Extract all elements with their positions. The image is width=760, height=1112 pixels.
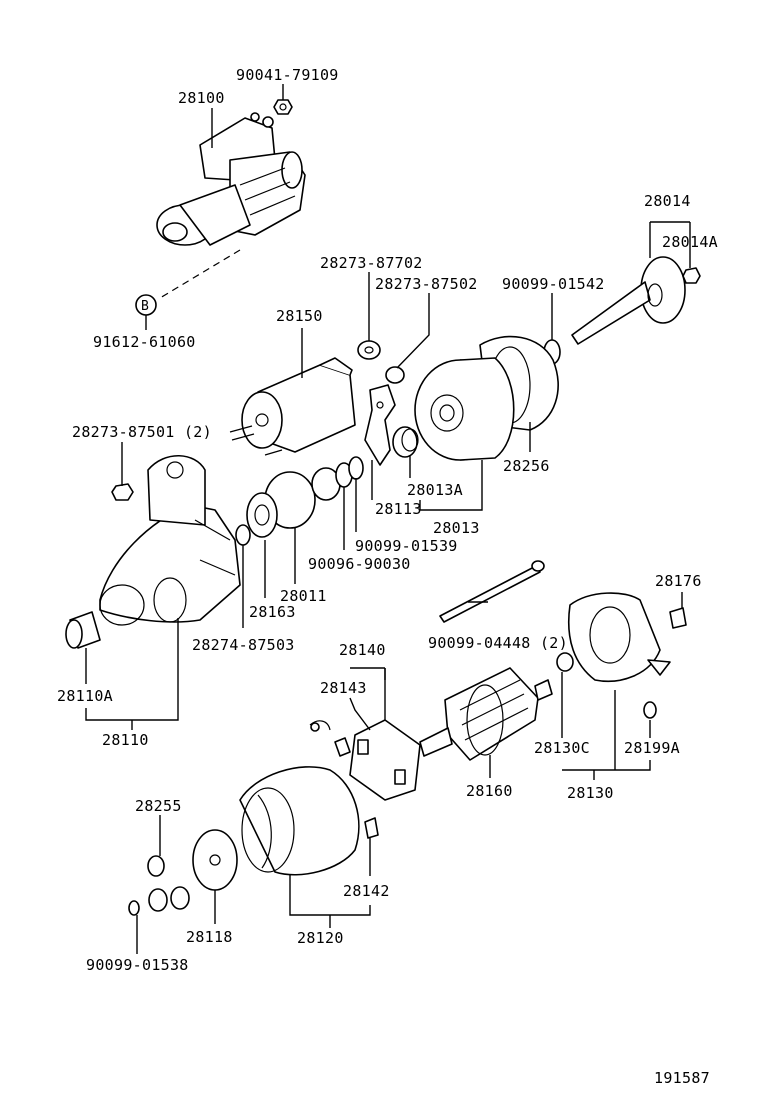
label-28100: 28100 [178, 89, 225, 107]
yoke-28120 [239, 766, 360, 876]
label-28142: 28142 [343, 882, 390, 900]
washers-90096-90030 [311, 462, 353, 501]
bearing-28013A [392, 426, 419, 458]
label-28110A: 28110A [57, 687, 113, 705]
label-28013A: 28013A [407, 481, 463, 499]
label-28273-87501: 28273-87501 (2) [72, 423, 212, 441]
end-frame-28130 [567, 592, 671, 682]
label-28110: 28110 [102, 731, 149, 749]
label-28274-87503: 28274-87503 [192, 636, 295, 654]
nut-28273-87702 [357, 340, 381, 360]
label-28140: 28140 [339, 641, 386, 659]
starter-assembly-28100 [156, 112, 306, 246]
brush-holder-28140 [349, 719, 421, 801]
clutch-28013 [414, 357, 515, 461]
part-labels: 90041-79109 28100 28014 28014A 28273-877… [57, 66, 718, 1087]
label-28014: 28014 [644, 192, 691, 210]
collar-28163 [235, 524, 251, 546]
lever-28113 [364, 384, 396, 466]
label-28011: 28011 [280, 587, 327, 605]
solenoid-28150 [229, 357, 356, 456]
label-28143: 28143 [320, 679, 367, 697]
washer-28014A [682, 267, 701, 284]
label-28013: 28013 [433, 519, 480, 537]
label-28014A: 28014A [662, 233, 718, 251]
label-28113: 28113 [375, 500, 422, 518]
label-28199A: 28199A [624, 739, 680, 757]
label-90099-01538: 90099-01538 [86, 956, 189, 974]
label-28256: 28256 [503, 457, 550, 475]
pinion-28011 [246, 471, 316, 538]
label-figure-id: 191587 [654, 1069, 710, 1087]
bolt-90099-04448 [439, 560, 545, 623]
ref-dashed-line [159, 249, 241, 299]
brush-28143 [309, 720, 351, 757]
label-90041-79109: 90041-79109 [236, 66, 339, 84]
nut-90041-79109 [273, 99, 293, 115]
label-90099-04448: 90099-04448 (2) [428, 634, 568, 652]
plate-28118 [192, 829, 238, 891]
label-28176: 28176 [655, 572, 702, 590]
bushing-28130C [556, 652, 574, 672]
label-28255: 28255 [135, 797, 182, 815]
leader-lines [85, 84, 691, 954]
washer-28273-87502 [385, 366, 405, 384]
housing-28110 [99, 455, 241, 626]
screw-28176 [669, 607, 687, 629]
label-28118: 28118 [186, 928, 233, 946]
label-90099-01539: 90099-01539 [355, 537, 458, 555]
cap-28199A [643, 701, 657, 719]
label-28120: 28120 [297, 929, 344, 947]
shaft-28014 [571, 256, 686, 345]
label-28273-87502: 28273-87502 [375, 275, 478, 293]
label-28160: 28160 [466, 782, 513, 800]
nut-28273-87501 [111, 483, 134, 501]
terminal-28142 [364, 817, 379, 839]
label-b: B [141, 299, 149, 314]
bushing-28110A [65, 611, 101, 649]
washer-90099-01539 [348, 456, 364, 480]
armature-28160 [419, 667, 553, 761]
washer-90099-01538 [128, 900, 140, 916]
label-90096-90030: 90096-90030 [308, 555, 411, 573]
label-90099-01542: 90099-01542 [502, 275, 605, 293]
gears-28255 [147, 855, 190, 912]
label-28130C: 28130C [534, 739, 590, 757]
label-91612-61060: 91612-61060 [93, 333, 196, 351]
label-28150: 28150 [276, 307, 323, 325]
label-28273-87702: 28273-87702 [320, 254, 423, 272]
label-28163: 28163 [249, 603, 296, 621]
label-28130: 28130 [567, 784, 614, 802]
